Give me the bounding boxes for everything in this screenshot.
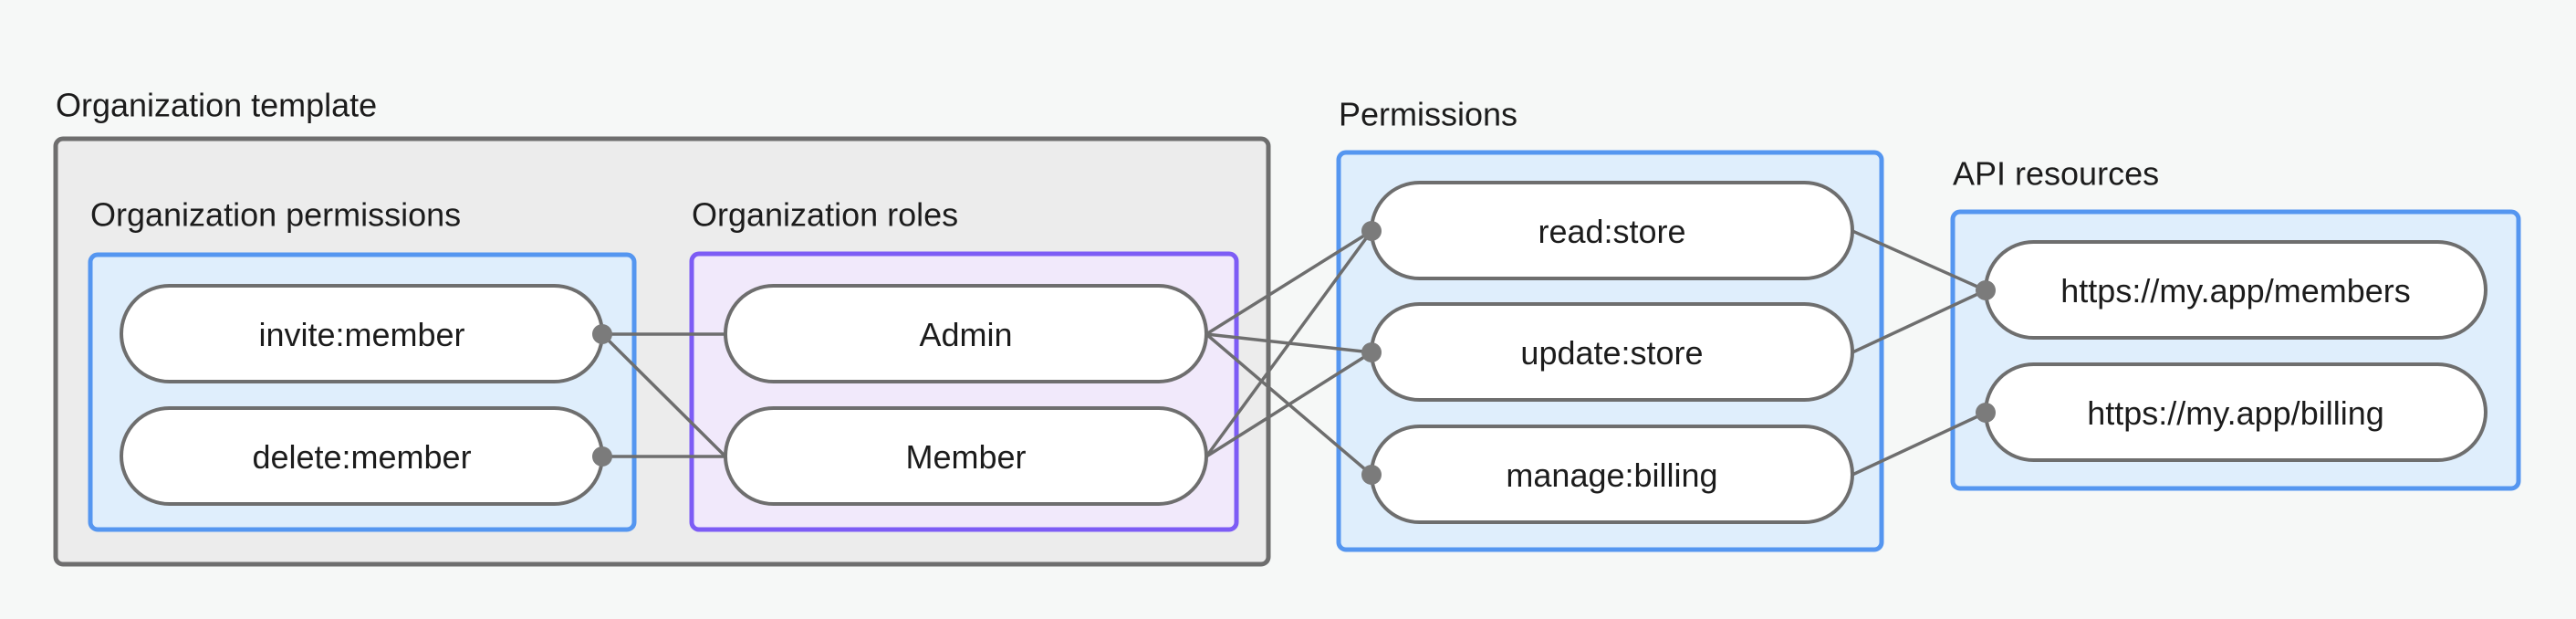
node-label-url-members: https://my.app/members [2060, 272, 2410, 310]
port-update-store-in[interactable] [1361, 342, 1382, 362]
node-label-manage-billing: manage:billing [1506, 456, 1717, 494]
node-delete-member[interactable]: delete:member [120, 406, 604, 506]
node-label-delete-member: delete:member [252, 438, 471, 476]
port-manage-billing-in[interactable] [1361, 465, 1382, 485]
group-title-permissions: Permissions [1339, 96, 1517, 133]
port-url-members-in[interactable] [1976, 280, 1996, 300]
node-label-url-billing: https://my.app/billing [2087, 394, 2384, 432]
group-title-organization-template: Organization template [56, 87, 377, 124]
group-title-api-resources: API resources [1953, 155, 2159, 193]
edge-member-to-update-store [1205, 351, 1372, 458]
port-invite-member-out[interactable] [592, 324, 612, 344]
node-label-read-store: read:store [1538, 213, 1685, 250]
node-label-member: Member [905, 438, 1026, 476]
edge-update-store-to-url-members [1851, 289, 1987, 354]
port-layer [592, 221, 1996, 485]
node-manage-billing[interactable]: manage:billing [1370, 425, 1854, 524]
node-url-billing[interactable]: https://my.app/billing [1984, 362, 2487, 462]
edge-member-to-read-store [1205, 229, 1373, 458]
node-read-store[interactable]: read:store [1370, 181, 1854, 280]
port-read-store-in[interactable] [1361, 221, 1382, 241]
node-shape-member[interactable] [724, 406, 1208, 506]
node-label-update-store: update:store [1520, 334, 1703, 372]
node-label-admin: Admin [919, 316, 1012, 353]
node-update-store[interactable]: update:store [1370, 302, 1854, 402]
node-shape-admin[interactable] [724, 284, 1208, 383]
node-invite-member[interactable]: invite:member [120, 284, 604, 383]
edge-admin-to-read-store [1205, 229, 1372, 336]
group-title-organization-permissions: Organization permissions [90, 196, 461, 234]
group-title-organization-roles: Organization roles [692, 196, 958, 234]
node-admin[interactable]: Admin [724, 284, 1208, 383]
edge-manage-billing-to-url-billing [1851, 411, 1987, 477]
port-url-billing-in[interactable] [1976, 403, 1996, 423]
port-delete-member-out[interactable] [592, 446, 612, 467]
node-url-members[interactable]: https://my.app/members [1984, 240, 2487, 340]
edge-layer [600, 229, 1987, 477]
edge-read-store-to-url-members [1851, 229, 1987, 292]
edge-invite-member-to-member [600, 332, 727, 458]
node-label-invite-member: invite:member [258, 316, 464, 353]
node-member[interactable]: Member [724, 406, 1208, 506]
